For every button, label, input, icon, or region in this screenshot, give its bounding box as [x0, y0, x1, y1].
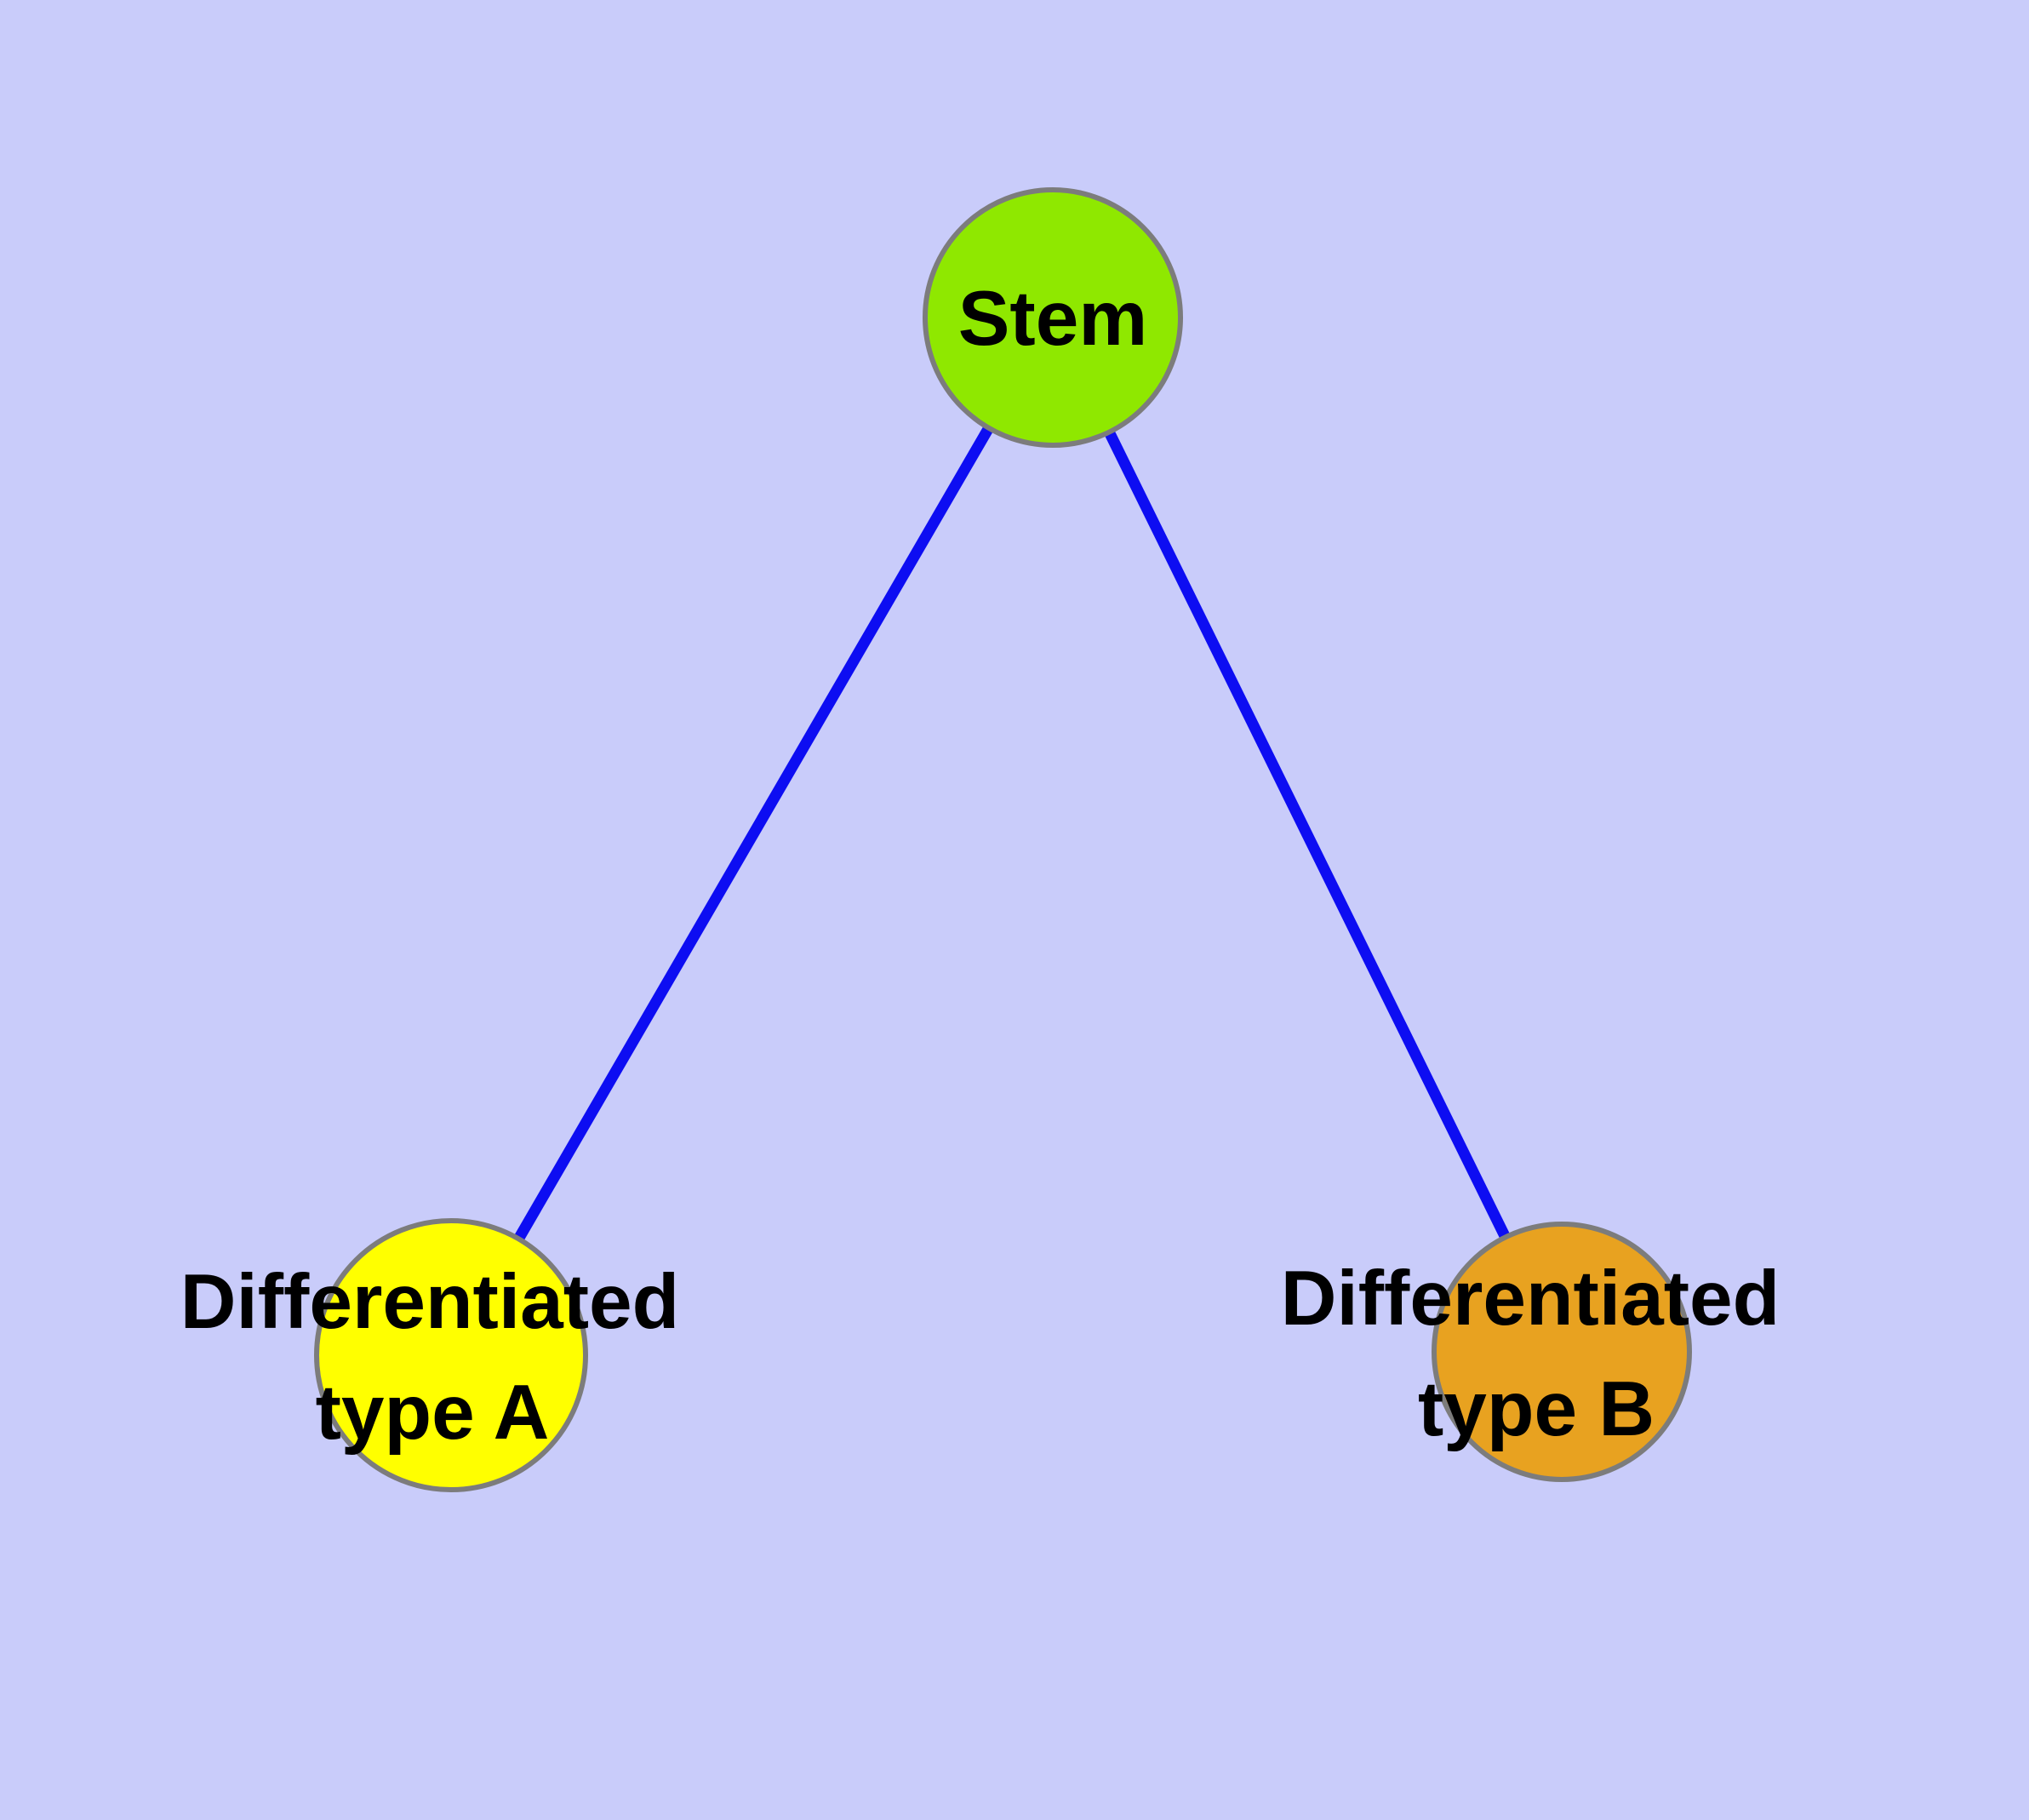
stem-node-label: Stem — [958, 276, 1148, 362]
edge-stem-to-type-b — [1048, 315, 1567, 1354]
edge-stem-to-type-a — [446, 314, 1058, 1359]
type-a-node-label-line1: Differentiated — [180, 1259, 680, 1345]
stem-node — [923, 187, 1183, 448]
type-a-node — [314, 1218, 588, 1492]
type-b-node-label-line1: Differentiated — [1281, 1256, 1780, 1342]
type-b-node — [1432, 1222, 1692, 1482]
type-b-node-label-line2: type B — [1418, 1366, 1655, 1452]
type-a-node-label-line2: type A — [316, 1370, 550, 1456]
